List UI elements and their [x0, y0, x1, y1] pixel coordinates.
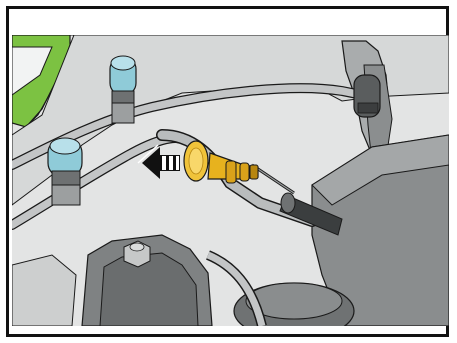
vacuum-cap-bottom — [48, 138, 82, 205]
pipe-clamp-band — [358, 103, 378, 113]
engine-illustration — [12, 35, 449, 326]
mount-bolt — [124, 241, 150, 267]
figure-frame — [6, 6, 449, 337]
vacuum-cap-top — [110, 56, 136, 123]
dipstick-tube-opening — [281, 193, 295, 213]
